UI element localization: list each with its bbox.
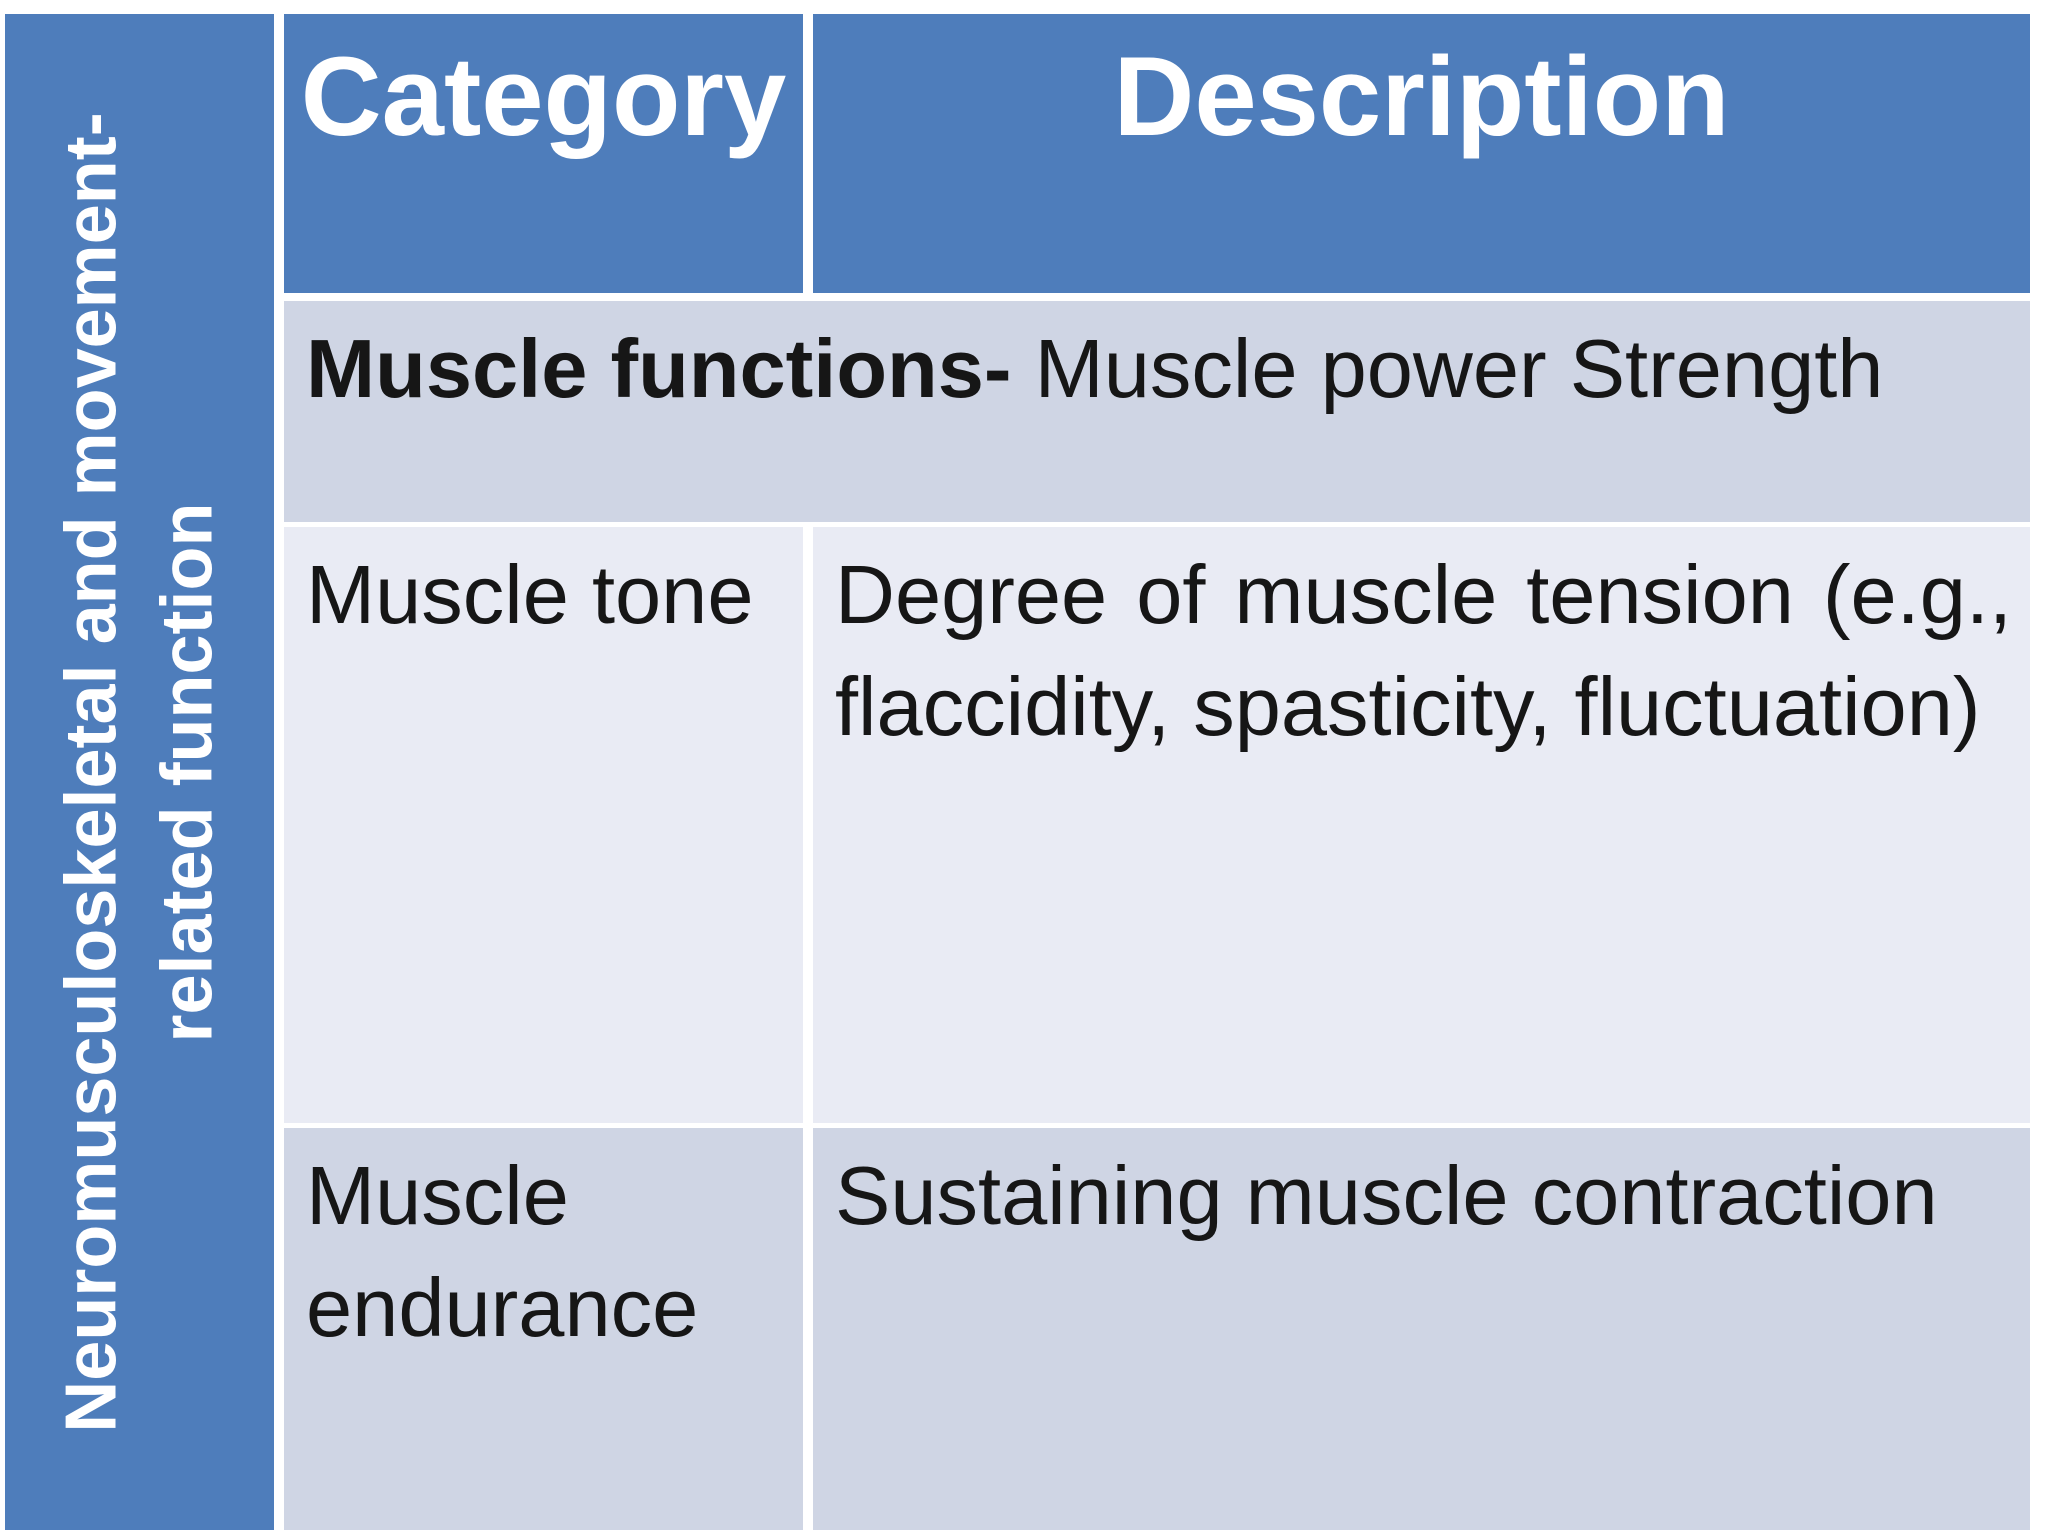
table-cell-category-muscle-endurance: Muscle endurance <box>284 1128 803 1530</box>
column-header-category: Category <box>284 14 803 293</box>
table-cell-description-muscle-endurance: Sustaining muscle contraction <box>813 1128 2030 1530</box>
muscle-functions-regular-label: Muscle power Strength <box>1011 322 1884 415</box>
row-group-sidebar: Neuromusculoskeletal and movement- relat… <box>5 14 274 1530</box>
column-header-description: Description <box>813 14 2030 293</box>
table-row-muscle-functions: Muscle functions- Muscle power Strength <box>284 301 2030 522</box>
sidebar-label-line-1: Neuromusculoskeletal and movement- <box>51 111 132 1433</box>
muscle-functions-bold-label: Muscle functions- <box>306 322 1012 415</box>
sidebar-label-line-2: related function <box>146 501 227 1043</box>
table-cell-category-muscle-tone: Muscle tone <box>284 527 803 1123</box>
sidebar-rotated-text-block: Neuromusculoskeletal and movement- relat… <box>5 14 274 1530</box>
table-cell-description-muscle-tone: Degree of muscle tension (e.g., flaccidi… <box>813 527 2030 1123</box>
